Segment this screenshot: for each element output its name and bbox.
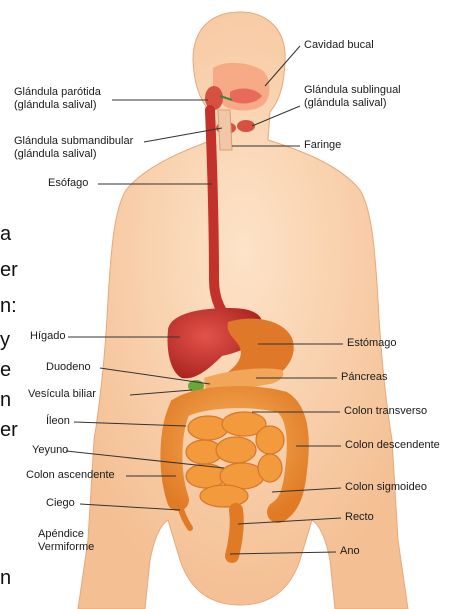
label-vesicula: Vesícula biliar [28, 388, 96, 401]
label-sublingual: Glándula sublingual (glándula salival) [304, 84, 401, 110]
label-cavidad-bucal: Cavidad bucal [304, 39, 374, 52]
edge-text-4: y [0, 328, 10, 352]
label-apendice: Apéndice Vermiforme [38, 528, 94, 554]
label-esofago: Esófago [48, 177, 88, 190]
label-pancreas: Páncreas [341, 371, 387, 384]
edge-text-8: n [0, 566, 11, 590]
label-ciego: Ciego [46, 497, 75, 510]
edge-text-6: n [0, 388, 11, 412]
edge-text-5: e [0, 358, 11, 382]
edge-text-7: er [0, 418, 18, 442]
label-recto: Recto [345, 511, 374, 524]
label-estomago: Estómago [347, 337, 397, 350]
label-yeyuno: Yeyuno [32, 444, 68, 457]
pharynx [218, 110, 232, 150]
label-colon-ascendente: Colon ascendente [26, 469, 115, 482]
label-faringe: Faringe [304, 139, 341, 152]
label-ileon: Íleon [46, 415, 70, 428]
label-higado: Hígado [30, 330, 65, 343]
label-parotida: Glándula parótida (glándula salival) [14, 86, 101, 112]
edge-text-1: a [0, 222, 11, 246]
label-colon-transverso: Colon transverso [344, 405, 427, 418]
label-duodeno: Duodeno [46, 361, 91, 374]
label-submandibular: Glándula submandibular (glándula salival… [14, 135, 133, 161]
label-ano: Ano [340, 545, 360, 558]
label-colon-descendente: Colon descendente [345, 439, 440, 452]
rectum [232, 510, 237, 556]
label-colon-sigmoideo: Colon sigmoideo [345, 481, 427, 494]
edge-text-3: n: [0, 294, 17, 318]
edge-text-2: er [0, 258, 18, 282]
